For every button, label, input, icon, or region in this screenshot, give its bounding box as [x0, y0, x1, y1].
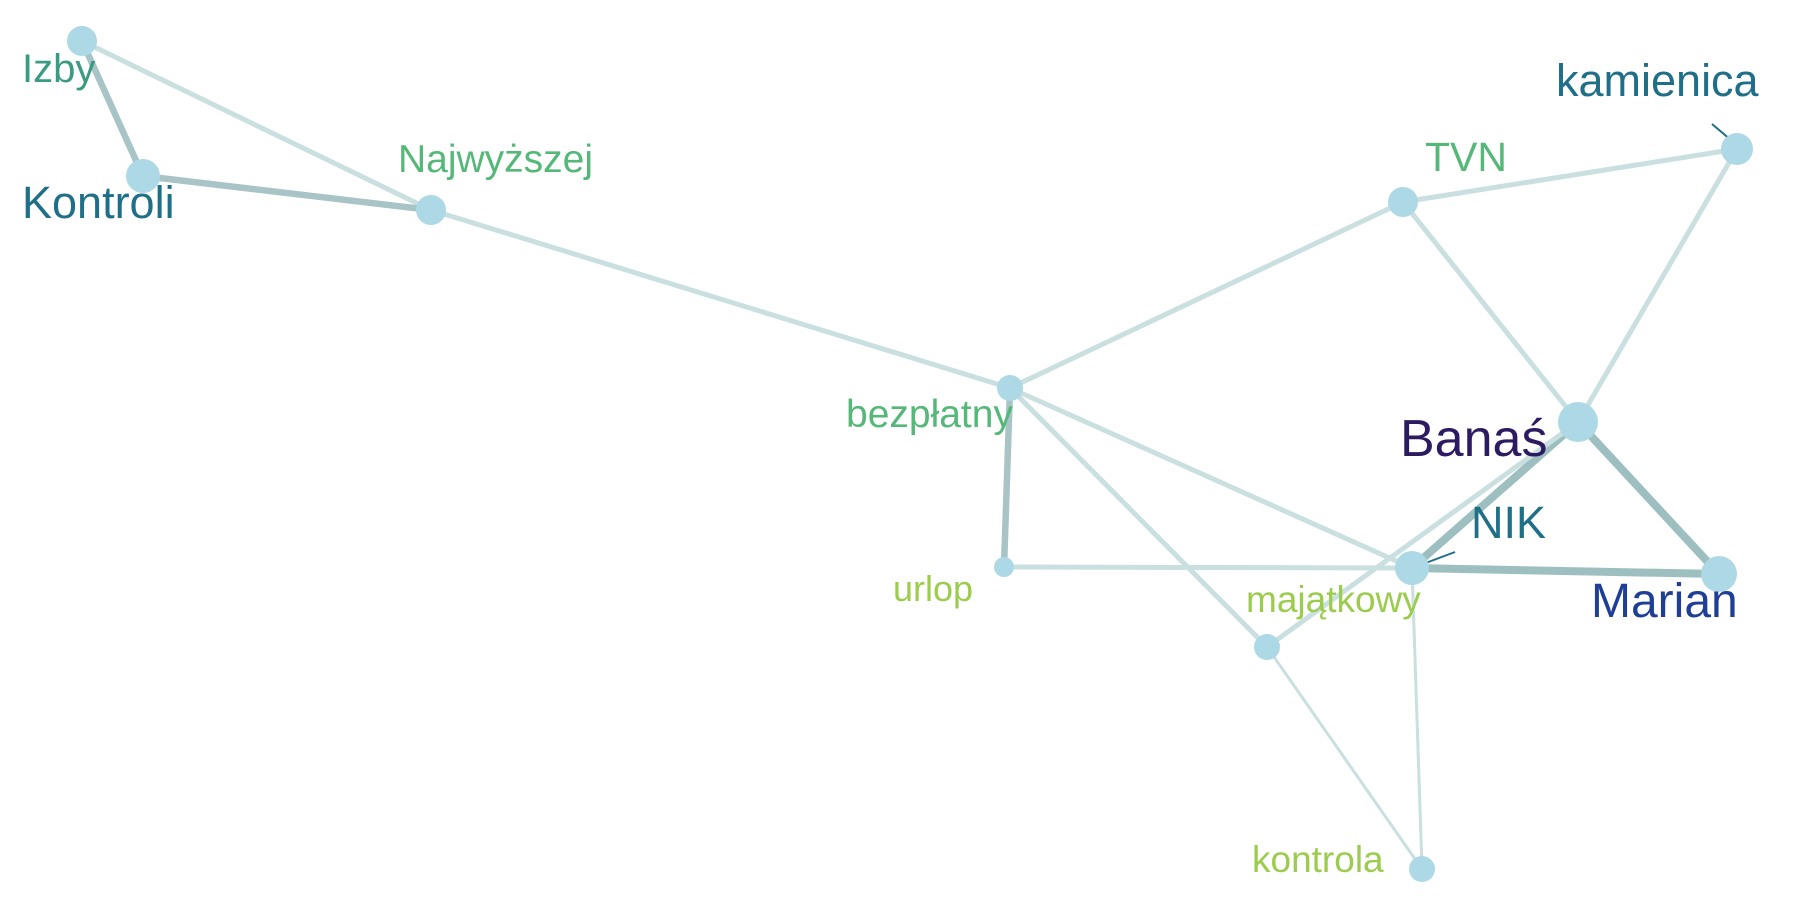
node-label-bezplatny: bezpłatny: [846, 393, 1013, 436]
edge-nik-kontrola: [1410, 566, 1424, 871]
edge-tvn-banas: [1400, 199, 1581, 425]
edge-banas-majatkowy: [1264, 419, 1581, 650]
node-label-banas: Banaś: [1400, 410, 1547, 468]
edge-banas-marian: [1574, 418, 1723, 578]
node-label-nik: NIK: [1471, 497, 1546, 548]
edge-bezplatny-tvn: [1007, 199, 1406, 391]
node-urlop: [994, 557, 1014, 577]
edge-najwyzszej-bezplatny: [428, 207, 1013, 391]
node-label-kontroli: Kontroli: [22, 177, 175, 228]
edge-izby-najwyzszej: [79, 38, 434, 213]
node-najwyzszej: [416, 195, 446, 225]
edge-majatkowy-kontrola: [1265, 645, 1424, 871]
node-banas: [1558, 402, 1598, 442]
edge-bezplatny-nik: [1007, 385, 1415, 571]
edge-layer: [78, 37, 1740, 871]
node-marian: [1701, 556, 1737, 592]
node-kamienica: [1721, 133, 1753, 165]
node-nik: [1395, 551, 1429, 585]
node-majatkowy: [1254, 634, 1280, 660]
node-label-izby: Izby: [22, 47, 95, 91]
node-label-kamienica: kamienica: [1556, 55, 1760, 106]
node-label-najwyzszej: Najwyższej: [398, 138, 593, 181]
node-tvn: [1388, 187, 1418, 217]
node-label-majatkowy: majątkowy: [1246, 579, 1421, 620]
edge-bezplatny-majatkowy: [1007, 385, 1270, 650]
edge-izby-kontroli: [78, 37, 147, 180]
edge-urlop-nik: [1001, 564, 1415, 571]
edge-banas-nik: [1408, 418, 1582, 572]
edge-kontroli-najwyzszej: [139, 172, 435, 214]
node-label-marian: Marian: [1591, 575, 1738, 628]
node-layer: [67, 26, 1753, 882]
node-izby: [67, 26, 97, 56]
edge-tvn-kamienica: [1400, 146, 1740, 205]
node-label-kontrola: kontrola: [1252, 839, 1384, 880]
node-kontrola: [1409, 856, 1435, 882]
edge-kamienica-banas: [1575, 146, 1740, 425]
edge-bezplatny-urlop: [1000, 384, 1014, 571]
node-label-urlop: urlop: [893, 568, 973, 609]
node-kontroli: [126, 159, 160, 193]
edge-nik-marian: [1408, 564, 1723, 578]
node-bezplatny: [997, 375, 1023, 401]
node-label-tvn: TVN: [1425, 134, 1507, 180]
